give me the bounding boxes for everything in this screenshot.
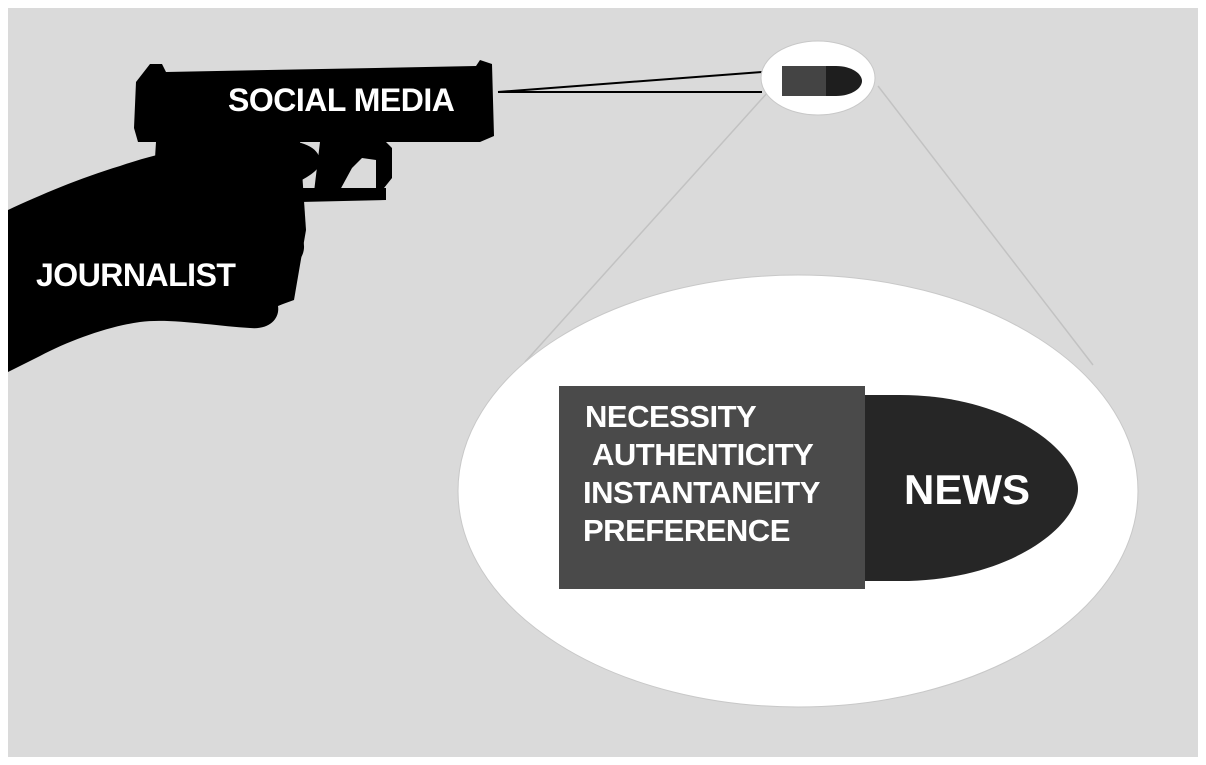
casing-line-necessity: NECESSITY	[585, 399, 757, 434]
small-bullet-casing	[782, 66, 826, 96]
zoom-guide-right	[877, 85, 1094, 366]
casing-line-authenticity: AUTHENTICITY	[592, 437, 814, 472]
news-label: NEWS	[904, 466, 1030, 513]
casing-line-preference: PREFERENCE	[583, 513, 790, 548]
small-bullet-tip	[826, 66, 862, 96]
journalist-label: JOURNALIST	[36, 257, 236, 293]
gun-silhouette-icon	[134, 60, 494, 316]
trajectory-line-top	[497, 71, 763, 93]
bullet-tip-shape	[860, 395, 1078, 581]
zoom-guide-left	[524, 91, 769, 363]
bullet-casing-shape	[559, 386, 865, 589]
social-media-label: SOCIAL MEDIA	[228, 82, 455, 118]
casing-line-instantaneity: INSTANTANEITY	[583, 475, 820, 510]
